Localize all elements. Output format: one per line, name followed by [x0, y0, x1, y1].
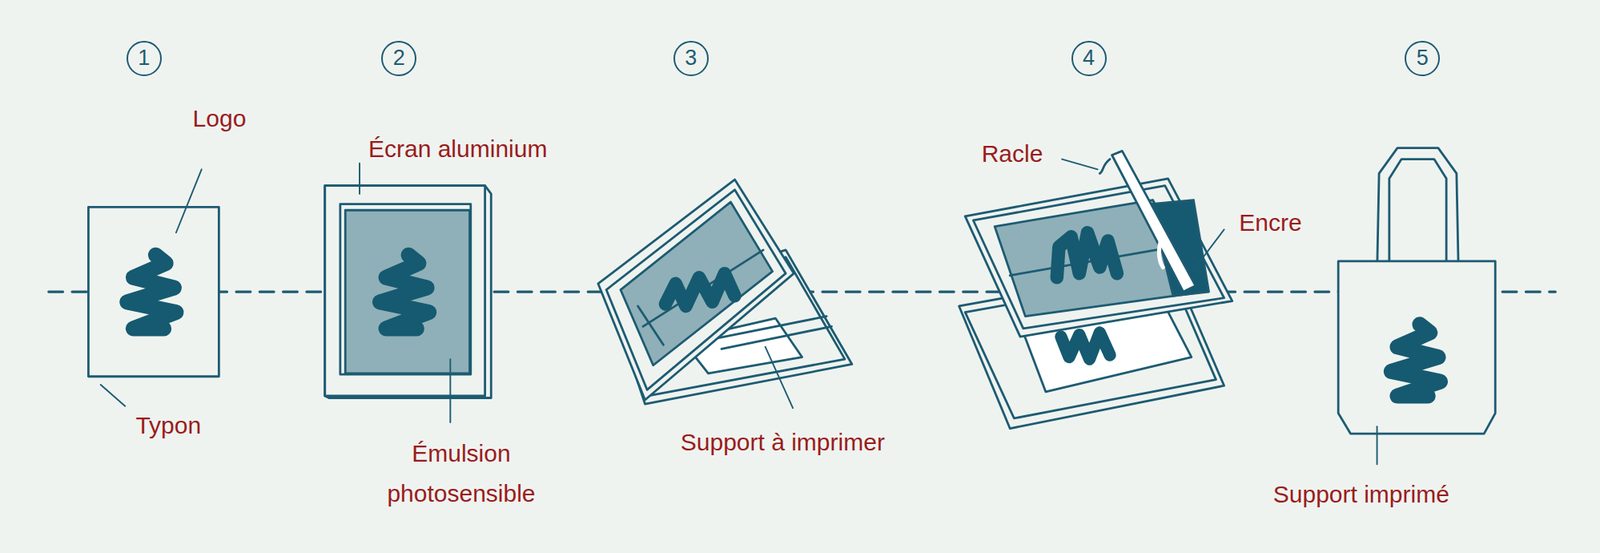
part-label: Émulsion photosensible	[369, 433, 554, 514]
part-label: Support à imprimer	[680, 422, 885, 463]
step-circle: 3	[673, 40, 709, 77]
part-label: Encre	[1238, 202, 1302, 243]
callout-number: 4	[1082, 47, 1095, 69]
part-label: Racle	[981, 133, 1044, 174]
step-circle: 2	[381, 40, 417, 77]
part-label: Logo	[192, 98, 247, 139]
callout-number: 3	[684, 47, 697, 69]
part-label: Support imprimé	[1273, 474, 1450, 515]
callout-number: 1	[137, 47, 150, 69]
part-label: Typon	[135, 405, 202, 446]
step-circle: 1	[126, 40, 162, 77]
step-circle: 5	[1404, 40, 1440, 77]
callout-number: 2	[393, 47, 406, 69]
step-circle: 4	[1071, 40, 1107, 77]
part-label: Écran aluminium	[368, 128, 547, 169]
callout-number: 5	[1416, 47, 1429, 69]
